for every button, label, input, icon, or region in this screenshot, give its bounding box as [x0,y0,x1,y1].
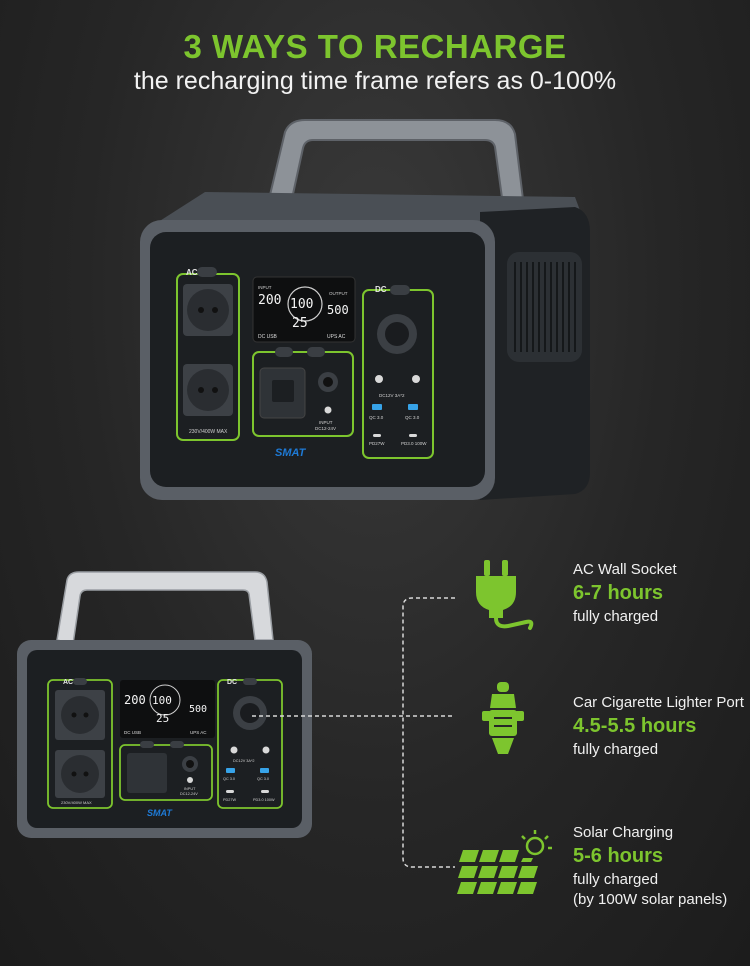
input-spec-1: INPUT [319,420,333,425]
method-ac-wall: AC Wall Socket 6-7 hours fully charged [573,561,677,625]
pd-right-label: PD3.0 100W [401,441,427,446]
method-note: fully charged [573,608,659,625]
small-qc-right: QC 3.0 [257,777,269,781]
method-note: fully charged [573,871,659,888]
pd-left-label: PD27W [369,441,385,446]
ac-socket-2 [183,364,233,416]
small-lcd-input: 200 [124,693,146,707]
plug-icon [468,556,538,636]
page-title: 3 WAYS TO RECHARGE [183,28,567,65]
small-ac-spec: 230V/400W MAX [61,800,92,805]
dc-label: DC [375,285,387,294]
brand-logo: SMAT [275,447,307,459]
small-pd-left: PD27W [223,798,236,802]
solar-panel-icon [455,828,555,896]
page-subtitle: the recharging time frame refers as 0-10… [133,67,617,95]
method-note-extra: (by 100W solar panels) [573,891,728,908]
small-qc-left: QC 3.0 [223,777,235,781]
method-car-port: Car Cigarette Lighter Port 4.5-5.5 hours… [573,694,744,758]
small-pd-right: PD3.0 100W [253,798,275,802]
car-charger-icon [480,680,526,760]
input-spec-2: DC12-24V [315,426,336,431]
lcd-input-value: 200 [258,293,281,308]
method-title: AC Wall Socket [573,561,677,578]
method-solar: Solar Charging 5-6 hours fully charged (… [573,824,727,908]
small-dc-label: DC [227,679,237,686]
small-dc-spec: DC12V 3A*2 [233,759,255,763]
lcd-input-label: INPUT [258,285,272,290]
ac-label: AC [186,268,198,277]
method-time: 5-6 hours [573,845,664,867]
lcd-temp: 25 [292,316,308,331]
ac-socket-1 [183,284,233,336]
qc-right-label: QC 3.0 [405,415,420,420]
method-time: 4.5-5.5 hours [573,715,697,737]
method-time: 6-7 hours [573,582,664,604]
small-input-spec-1: INPUT [184,787,196,791]
lcd-modes: DC USB [258,334,278,340]
lcd-output-label: OUTPUT [329,291,348,296]
small-input-spec-2: DC12-24V [180,792,198,796]
small-ac-label: AC [63,679,73,686]
small-lcd-percent: 100 [152,694,172,707]
method-note: fully charged [573,741,659,758]
small-lcd-ups: UPS AC [190,730,207,735]
power-station-small: AC 230V/400W MAX 200 100 25 500 DC USB U… [15,570,315,840]
ac-spec-label: 230V/400W MAX [189,429,228,435]
power-station-large: AC 230V/400W MAX INPUT 200 100 25 OUTPUT… [135,112,595,512]
method-title: Car Cigarette Lighter Port [573,694,744,711]
side-vent [507,252,582,362]
small-lcd-output: 500 [189,704,207,715]
small-lcd-temp: 25 [156,712,169,725]
lcd-output-value: 500 [327,303,349,317]
dc-output-spec: DC12V 3A*2 [379,393,405,398]
qc-left-label: QC 3.0 [369,415,384,420]
small-brand-logo: SMAT [147,808,173,818]
small-lcd-modes: DC USB [124,730,141,735]
method-title: Solar Charging [573,824,674,841]
lcd-percent: 100 [290,297,313,312]
lcd-ups-ac: UPS AC [327,334,346,340]
